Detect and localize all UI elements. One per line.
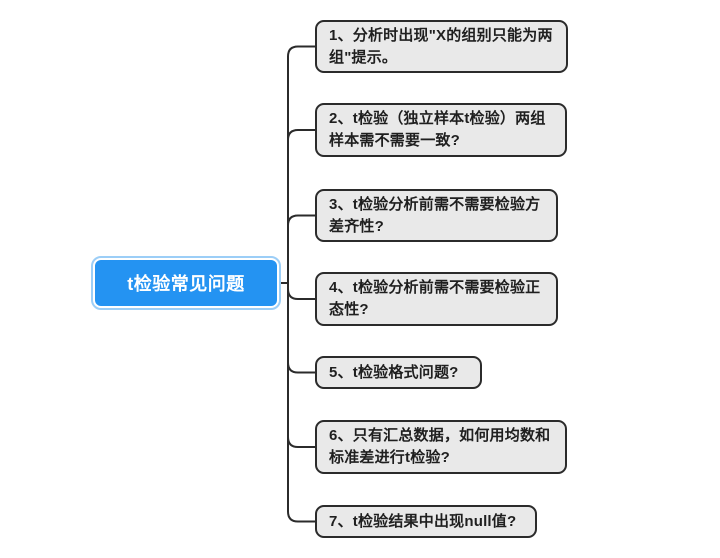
topic-text: 4、t检验分析前需不需要检验正态性?: [329, 279, 541, 318]
topic-node-6[interactable]: 6、只有汇总数据，如何用均数和标准差进行t检验?: [315, 420, 567, 474]
connector-branch-6: [287, 282, 316, 448]
topic-text: 2、t检验（独立样本t检验）两组样本需不需要一致?: [329, 110, 546, 149]
connector-branch-2: [287, 129, 316, 284]
topic-text: 3、t检验分析前需不需要检验方差齐性?: [329, 195, 541, 235]
central-topic-node[interactable]: t检验常见问题: [95, 260, 277, 306]
topic-node-5[interactable]: 5、t检验格式问题?: [315, 356, 482, 389]
connector-branch-5: [287, 282, 316, 374]
topic-node-3[interactable]: 3、t检验分析前需不需要检验方差齐性?: [315, 189, 558, 242]
connector-branch-7: [287, 282, 316, 523]
topic-text: 1、分析时出现"X的组别只能为两组"提示。: [329, 26, 553, 66]
topic-node-1[interactable]: 1、分析时出现"X的组别只能为两组"提示。: [315, 20, 568, 73]
central-topic-selection-ring: t检验常见问题: [91, 256, 281, 310]
topic-text: 5、t检验格式问题?: [329, 363, 459, 381]
topic-text: 6、只有汇总数据，如何用均数和标准差进行t检验?: [329, 427, 551, 466]
topic-node-2[interactable]: 2、t检验（独立样本t检验）两组样本需不需要一致?: [315, 103, 567, 157]
connector-branch-1: [287, 45, 316, 284]
central-topic-label: t检验常见问题: [127, 274, 245, 294]
topic-node-4[interactable]: 4、t检验分析前需不需要检验正态性?: [315, 272, 558, 326]
connector-branch-3: [287, 214, 316, 284]
topic-node-7[interactable]: 7、t检验结果中出现null值?: [315, 505, 537, 538]
connector-branch-4: [287, 282, 316, 300]
topic-text: 7、t检验结果中出现null值?: [329, 512, 517, 530]
